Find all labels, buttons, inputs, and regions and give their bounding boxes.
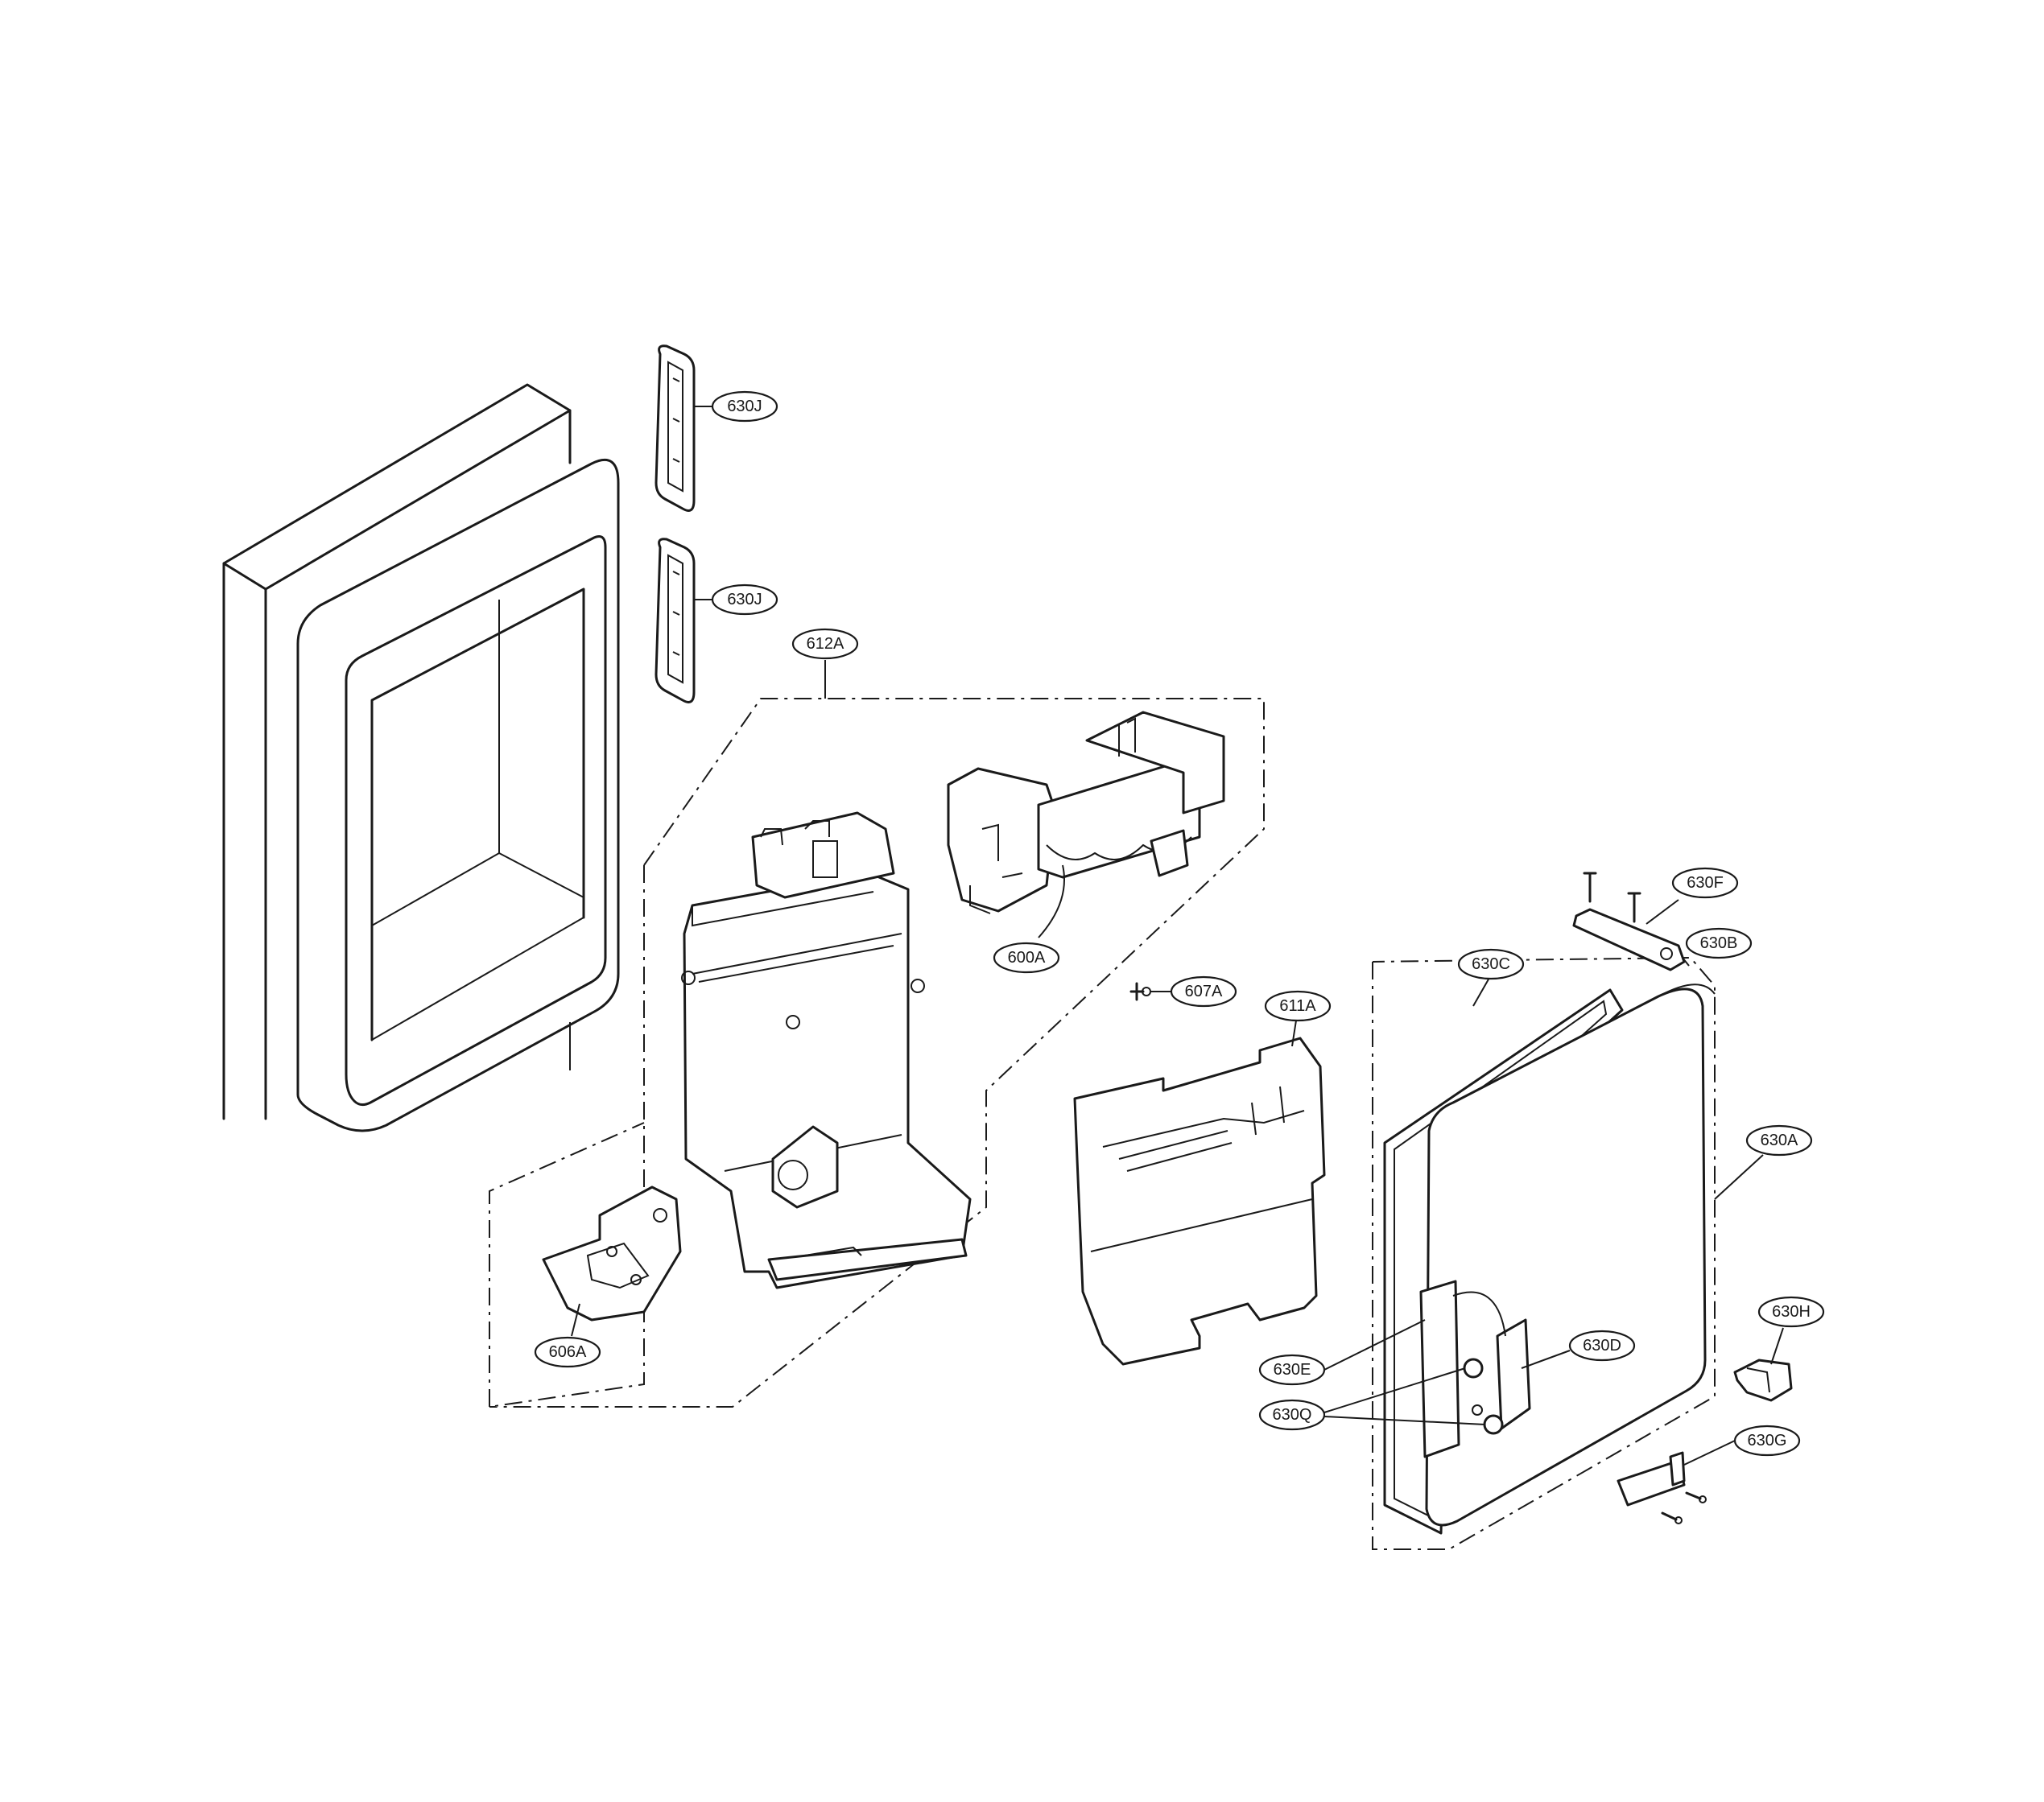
- callout-630c: 630C: [1457, 948, 1525, 980]
- cover-611a: [1073, 1037, 1326, 1366]
- hinge-630d: [1452, 1291, 1531, 1435]
- callout-630b: 630B: [1685, 927, 1753, 959]
- cap-630j-bottom: [654, 538, 696, 703]
- callout-label: 606A: [549, 1343, 587, 1361]
- callout-label: 630C: [1472, 955, 1510, 973]
- callout-606a: 606A: [534, 1336, 601, 1368]
- callout-630j-top: 630J: [711, 390, 778, 423]
- callout-label: 611A: [1279, 997, 1316, 1015]
- callout-label: 630H: [1772, 1303, 1811, 1321]
- callout-label: 630J: [727, 591, 762, 608]
- callout-label: 630J: [727, 398, 762, 415]
- callout-630h: 630H: [1757, 1296, 1825, 1328]
- callout-label: 630D: [1583, 1337, 1621, 1355]
- callout-label: 630F: [1687, 874, 1724, 892]
- bracket-630g: [1617, 1451, 1707, 1524]
- callout-label: 630E: [1274, 1361, 1311, 1379]
- callout-607a: 607A: [1170, 975, 1237, 1008]
- cap-630j-top: [654, 344, 696, 512]
- leader-lines: [571, 406, 1784, 1466]
- callout-612a: 612A: [791, 628, 859, 660]
- assembly-612a-boundary: [489, 698, 1265, 1408]
- screw-607a: [1129, 982, 1151, 1001]
- callout-600a: 600A: [993, 942, 1060, 974]
- callout-630f: 630F: [1671, 867, 1739, 899]
- callout-label: 630G: [1748, 1432, 1787, 1449]
- callout-630e: 630E: [1258, 1354, 1326, 1386]
- hinge-630e: [1419, 1280, 1460, 1458]
- callout-630d: 630D: [1568, 1330, 1636, 1362]
- callout-label: 630Q: [1273, 1406, 1312, 1424]
- module-606a: [542, 1186, 682, 1322]
- callout-630j-bottom: 630J: [711, 583, 778, 616]
- callout-label: 607A: [1185, 983, 1223, 1000]
- callout-630g: 630G: [1733, 1425, 1801, 1457]
- callout-630a: 630A: [1745, 1124, 1813, 1157]
- callout-label: 630B: [1700, 934, 1738, 952]
- callout-label: 612A: [807, 635, 844, 653]
- callout-label: 630A: [1761, 1132, 1798, 1149]
- bracket-630f: [1572, 872, 1686, 971]
- door-panel-630b: [1425, 983, 1716, 1527]
- callout-611a: 611A: [1264, 990, 1332, 1022]
- dispenser-bracket-612a: [681, 811, 972, 1289]
- ice-maker-600a: [947, 711, 1225, 914]
- assembly-630a-boundary: [1372, 956, 1716, 1550]
- callout-label: 600A: [1008, 949, 1046, 967]
- callout-630q: 630Q: [1258, 1399, 1326, 1431]
- door-shell: [222, 383, 620, 1132]
- cap-630h: [1733, 1359, 1793, 1402]
